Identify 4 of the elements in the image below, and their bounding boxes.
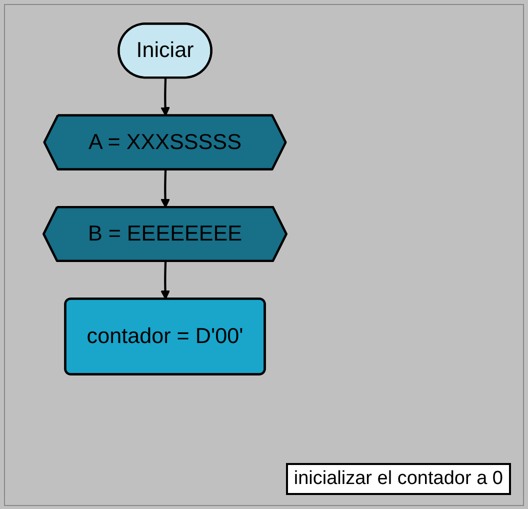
arrow <box>160 170 170 208</box>
arrow <box>160 261 170 300</box>
note-box: inicializar el contador a 0 <box>286 463 511 495</box>
arrow <box>160 78 170 116</box>
